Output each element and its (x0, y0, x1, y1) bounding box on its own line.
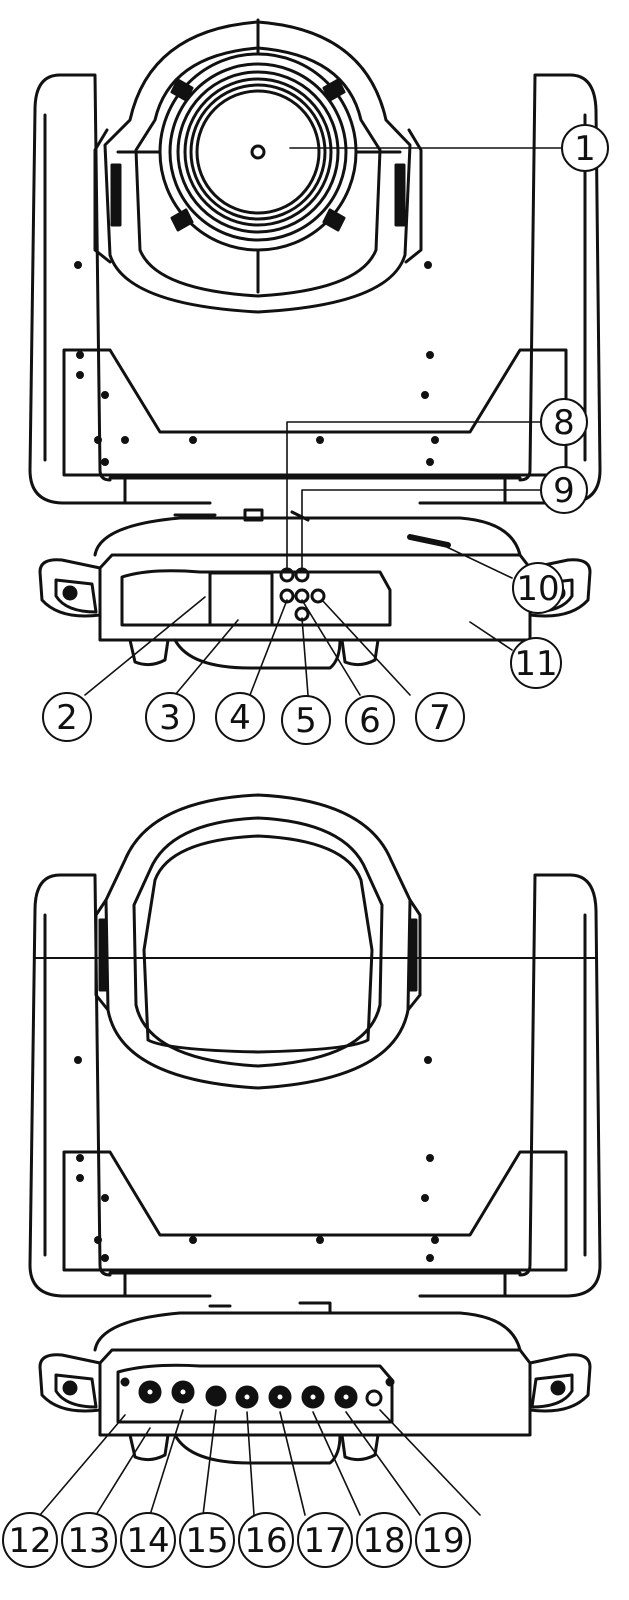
front-base (38, 508, 592, 670)
callout-11: 11 (510, 637, 562, 689)
lens-center (250, 144, 266, 160)
callout-5: 5 (281, 695, 331, 745)
callout-6: 6 (345, 695, 395, 745)
svg-text:2: 2 (56, 698, 78, 738)
svg-text:17: 17 (303, 1521, 346, 1561)
svg-text:6: 6 (359, 701, 381, 741)
back-head (34, 793, 597, 1090)
callout-1: 1 (561, 124, 609, 172)
front-view (28, 18, 602, 696)
back-base (38, 1301, 592, 1465)
callout-16: 16 (238, 1512, 294, 1568)
svg-text:14: 14 (126, 1521, 169, 1561)
front-leaders (84, 147, 563, 696)
callout-9: 9 (540, 466, 588, 514)
callout-15: 15 (179, 1512, 235, 1568)
control-buttons (279, 567, 326, 622)
callout-12: 12 (2, 1512, 58, 1568)
back-yoke (28, 873, 602, 1298)
svg-text:3: 3 (159, 698, 181, 738)
callouts: 1 8 9 10 11 2 3 4 5 6 7 12 13 14 15 16 1… (2, 124, 609, 1568)
svg-text:10: 10 (516, 569, 559, 609)
svg-text:12: 12 (8, 1521, 51, 1561)
callout-8: 8 (540, 398, 588, 446)
lens (116, 18, 402, 294)
svg-text:11: 11 (514, 644, 557, 684)
callout-19: 19 (415, 1512, 471, 1568)
svg-text:8: 8 (553, 403, 575, 443)
svg-text:9: 9 (553, 471, 575, 511)
svg-text:1: 1 (574, 129, 596, 169)
svg-text:7: 7 (429, 698, 451, 738)
front-display (208, 571, 274, 627)
svg-text:13: 13 (67, 1521, 110, 1561)
front-head (93, 18, 423, 314)
svg-text:15: 15 (185, 1521, 228, 1561)
rear-connectors (120, 1377, 395, 1409)
svg-text:4: 4 (229, 698, 251, 738)
callout-2: 2 (42, 692, 92, 742)
back-leaders (39, 1409, 481, 1516)
svg-text:18: 18 (362, 1521, 405, 1561)
callout-14: 14 (120, 1512, 176, 1568)
callout-3: 3 (145, 692, 195, 742)
svg-text:16: 16 (244, 1521, 287, 1561)
front-yoke (28, 73, 602, 505)
callout-18: 18 (356, 1512, 412, 1568)
svg-text:19: 19 (421, 1521, 464, 1561)
callout-4: 4 (215, 692, 265, 742)
callout-10: 10 (512, 562, 564, 614)
back-view (28, 793, 602, 1516)
callout-13: 13 (61, 1512, 117, 1568)
svg-text:5: 5 (295, 701, 317, 741)
callout-7: 7 (415, 692, 465, 742)
callout-17: 17 (297, 1512, 353, 1568)
